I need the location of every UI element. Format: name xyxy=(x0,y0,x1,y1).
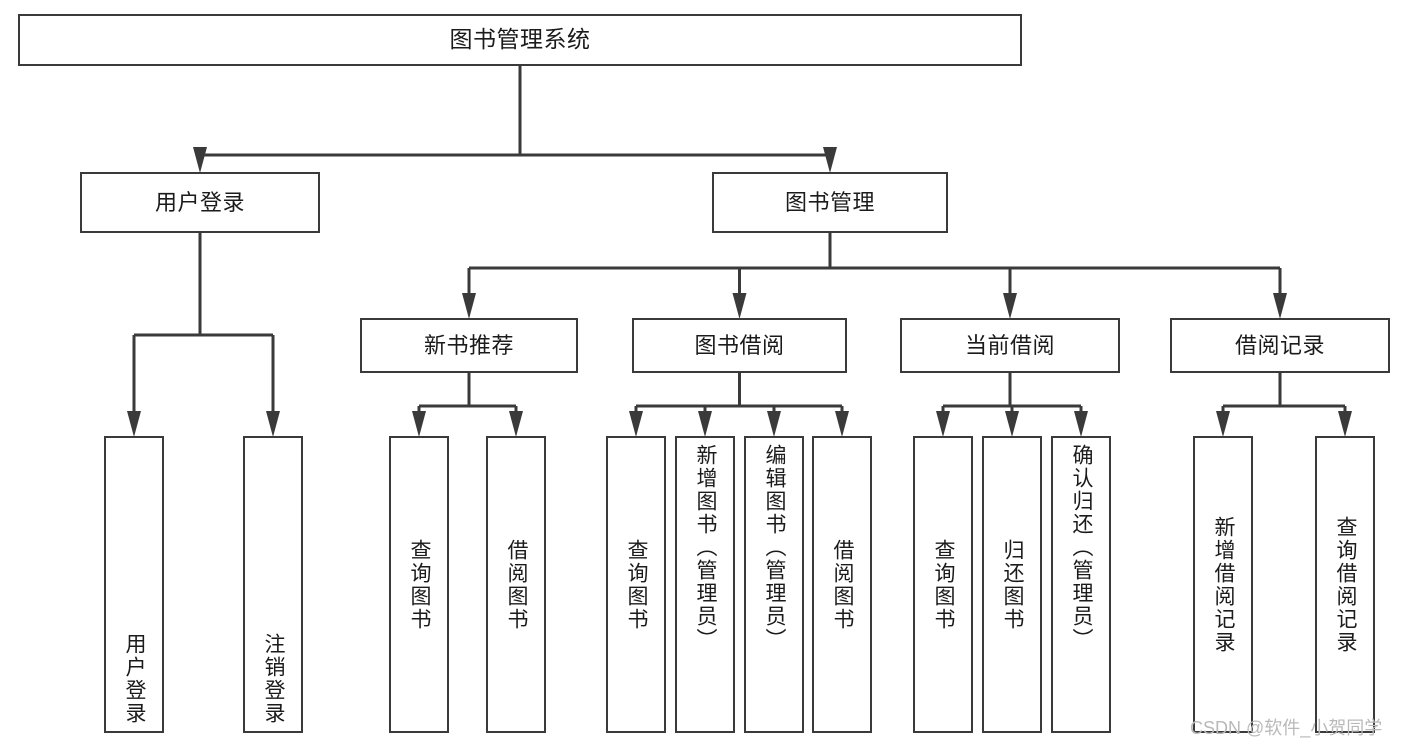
node-leaf-confirm-return[interactable]: 确认归还（管理员） xyxy=(1051,436,1111,733)
node-root[interactable]: 图书管理系统 xyxy=(18,14,1022,66)
node-leaf-edit-book[interactable]: 编辑图书（管理员） xyxy=(744,436,804,733)
node-new-book-recommend-label: 新书推荐 xyxy=(423,332,514,358)
node-book-manage-label: 图书管理 xyxy=(784,189,875,215)
node-borrow-record[interactable]: 借阅记录 xyxy=(1170,318,1390,373)
node-leaf-query-book-3[interactable]: 查询图书 xyxy=(913,436,973,733)
node-leaf-confirm-return-label: 确认归还（管理员） xyxy=(1070,444,1094,651)
node-leaf-query-book-2[interactable]: 查询图书 xyxy=(606,436,666,733)
node-user-login-label: 用户登录 xyxy=(154,189,245,215)
node-leaf-add-record[interactable]: 新增借阅记录 xyxy=(1193,436,1253,733)
node-leaf-logout[interactable]: 注销登录 xyxy=(243,436,303,733)
node-leaf-borrow-book-2-label: 借阅图书 xyxy=(831,538,855,631)
node-book-manage[interactable]: 图书管理 xyxy=(712,172,948,233)
node-current-borrow[interactable]: 当前借阅 xyxy=(900,318,1120,373)
node-book-borrow-label: 图书借阅 xyxy=(694,332,785,358)
csdn-watermark: CSDN @软件_小贺同学 xyxy=(1190,718,1383,738)
node-leaf-user-login[interactable]: 用户登录 xyxy=(104,436,164,733)
node-leaf-borrow-book-1-label: 借阅图书 xyxy=(505,538,529,631)
node-new-book-recommend[interactable]: 新书推荐 xyxy=(360,318,578,373)
node-leaf-add-book[interactable]: 新增图书（管理员） xyxy=(675,436,735,733)
node-leaf-logout-label: 注销登录 xyxy=(262,633,286,725)
node-leaf-query-record-label: 查询借阅记录 xyxy=(1334,515,1358,654)
node-leaf-return-book[interactable]: 归还图书 xyxy=(982,436,1042,733)
node-book-borrow[interactable]: 图书借阅 xyxy=(632,318,847,373)
node-leaf-borrow-book-2[interactable]: 借阅图书 xyxy=(812,436,872,733)
node-leaf-user-login-label: 用户登录 xyxy=(123,633,147,725)
node-leaf-query-book-1[interactable]: 查询图书 xyxy=(389,436,449,733)
node-leaf-query-book-2-label: 查询图书 xyxy=(625,538,649,631)
node-borrow-record-label: 借阅记录 xyxy=(1234,332,1325,358)
node-leaf-add-book-label: 新增图书（管理员） xyxy=(694,444,718,651)
node-root-label: 图书管理系统 xyxy=(449,26,591,53)
node-leaf-query-record[interactable]: 查询借阅记录 xyxy=(1315,436,1375,733)
node-leaf-query-book-1-label: 查询图书 xyxy=(408,538,432,631)
node-user-login[interactable]: 用户登录 xyxy=(80,172,320,233)
node-leaf-return-book-label: 归还图书 xyxy=(1001,538,1025,631)
node-leaf-add-record-label: 新增借阅记录 xyxy=(1212,515,1236,654)
node-leaf-edit-book-label: 编辑图书（管理员） xyxy=(763,444,787,651)
node-leaf-query-book-3-label: 查询图书 xyxy=(932,538,956,631)
node-current-borrow-label: 当前借阅 xyxy=(964,332,1055,358)
node-leaf-borrow-book-1[interactable]: 借阅图书 xyxy=(486,436,546,733)
